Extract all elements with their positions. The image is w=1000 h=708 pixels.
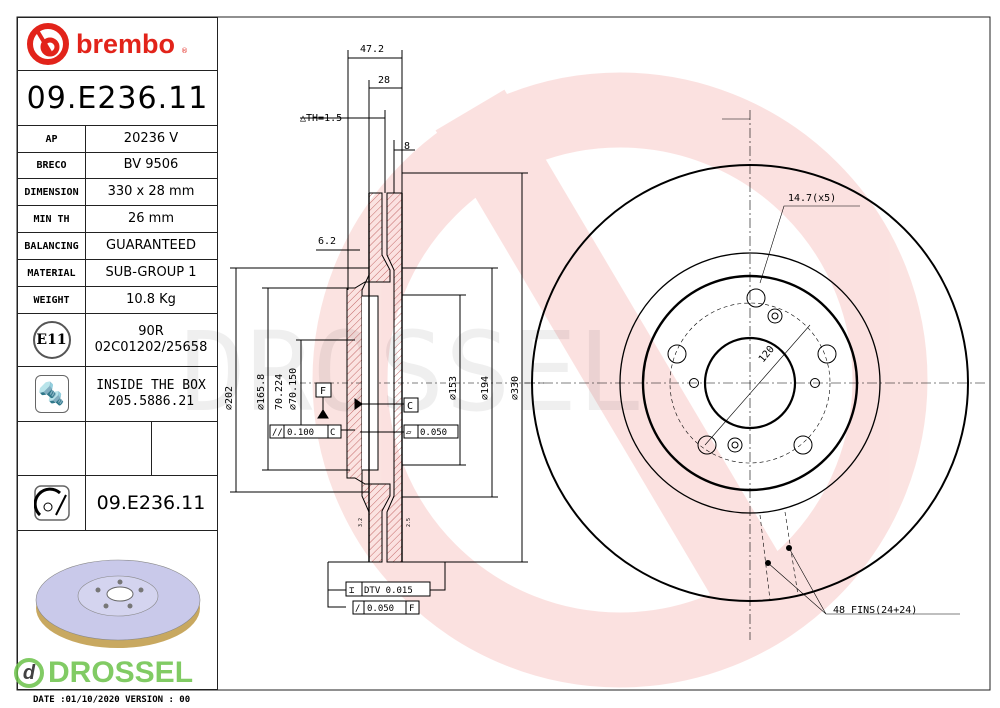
- spec-value: GUARANTEED: [106, 238, 196, 253]
- info-panel: brembo ® 09.E236.11 AP 20236 V BRECO BV 950…: [17, 17, 218, 690]
- disc-type-row: 09.E236.11: [18, 476, 217, 531]
- brand-name: brembo: [76, 28, 176, 59]
- footer-part-number: 09.E236.11: [96, 492, 206, 514]
- spec-label: AP: [18, 126, 86, 152]
- tol-flatness: 0.050: [420, 428, 447, 438]
- spec-label: MATERIAL: [18, 260, 86, 286]
- tol-runout: 0.050: [367, 604, 394, 614]
- approval-row: E11 90R 02C01202/25658: [18, 314, 217, 367]
- screw-icon: 🔩: [34, 375, 69, 413]
- part-number: 09.E236.11: [18, 71, 217, 126]
- dim-total-width: 47.2: [360, 44, 384, 55]
- screws-part-number: 205.5886.21: [107, 394, 195, 409]
- front-view: [525, 110, 985, 640]
- dim-8: 8: [404, 141, 410, 152]
- spec-label: WEIGHT: [18, 287, 86, 313]
- pcd-label: 120: [757, 344, 777, 365]
- tol-dtv: DTV 0.015: [364, 586, 413, 596]
- datum-c: C: [407, 401, 413, 412]
- spec-value: SUB-GROUP 1: [105, 265, 197, 280]
- spec-value: 330 x 28 mm: [107, 184, 195, 199]
- dim-70-224: 70.224: [274, 374, 285, 410]
- drossel-logo-text: DROSSEL: [48, 656, 194, 689]
- spec-label: MIN TH: [18, 206, 86, 232]
- dim-153: ⌀153: [448, 376, 459, 400]
- tol-parallelism: 0.100: [287, 428, 314, 438]
- spec-label: BALANCING: [18, 233, 86, 259]
- approval-number: 02C01202/25658: [94, 340, 208, 355]
- empty-row: [18, 422, 217, 476]
- spec-row: DIMENSION 330 x 28 mm: [18, 179, 217, 206]
- datum-f: F: [320, 386, 326, 397]
- tol-parallelism-ref: C: [330, 428, 335, 438]
- spec-value: 10.8 Kg: [126, 292, 176, 307]
- registered-mark: ®: [181, 47, 189, 55]
- spec-label: BRECO: [18, 152, 86, 178]
- spec-value: 26 mm: [127, 211, 174, 226]
- approval-code: 90R: [138, 324, 164, 339]
- dim-202: ⌀202: [224, 386, 235, 410]
- spec-row: BRECO BV 9506: [18, 152, 217, 179]
- brand-header: brembo ®: [18, 18, 217, 71]
- svg-text:⌶: ⌶: [349, 586, 355, 596]
- fins-label: 48 FINS(24+24): [833, 605, 917, 616]
- dim-thickness: 28: [378, 75, 390, 86]
- drossel-watermark: DROSSEL: [180, 308, 644, 436]
- drossel-logo-icon: d: [14, 658, 44, 688]
- spec-row: BALANCING GUARANTEED: [18, 233, 217, 260]
- screws-row: 🔩 INSIDE THE BOX 205.5886.21: [18, 367, 217, 422]
- drossel-logo: d DROSSEL: [14, 656, 193, 690]
- tol-runout-ref: F: [409, 604, 414, 614]
- dim-70-150: ⌀70.150: [288, 368, 299, 410]
- roughness-2: 2.5: [406, 518, 412, 527]
- svg-text:/: /: [355, 604, 360, 614]
- brembo-logo-icon: [27, 23, 69, 65]
- screws-note: INSIDE THE BOX: [96, 378, 206, 393]
- bolt-hole-label: 14.7(x5): [788, 193, 836, 204]
- dim-thickness-variation: △TH=1.5: [300, 113, 342, 124]
- spec-row: MIN TH 26 mm: [18, 206, 217, 233]
- spec-row: WEIGHT 10.8 Kg: [18, 287, 217, 314]
- e11-approval-badge: E11: [32, 321, 71, 359]
- spec-label: DIMENSION: [18, 179, 86, 205]
- roughness-1: 3.2: [358, 518, 364, 527]
- dim-165-8: ⌀165.8: [256, 374, 267, 410]
- svg-text://: //: [272, 428, 283, 438]
- spec-value: BV 9506: [123, 157, 179, 172]
- spec-row: MATERIAL SUB-GROUP 1: [18, 260, 217, 287]
- date-version: DATE :01/10/2020 VERSION : 00: [33, 695, 191, 705]
- dim-194: ⌀194: [480, 376, 491, 400]
- dim-6-2: 6.2: [318, 236, 336, 247]
- disc-3d-render: [28, 538, 208, 662]
- svg-text:▱: ▱: [406, 428, 412, 438]
- spec-value: 20236 V: [123, 131, 179, 146]
- coated-disc-icon: [33, 485, 70, 521]
- cross-section-view: [230, 50, 545, 615]
- dim-330: ⌀330: [510, 376, 521, 400]
- spec-row: AP 20236 V: [18, 126, 217, 153]
